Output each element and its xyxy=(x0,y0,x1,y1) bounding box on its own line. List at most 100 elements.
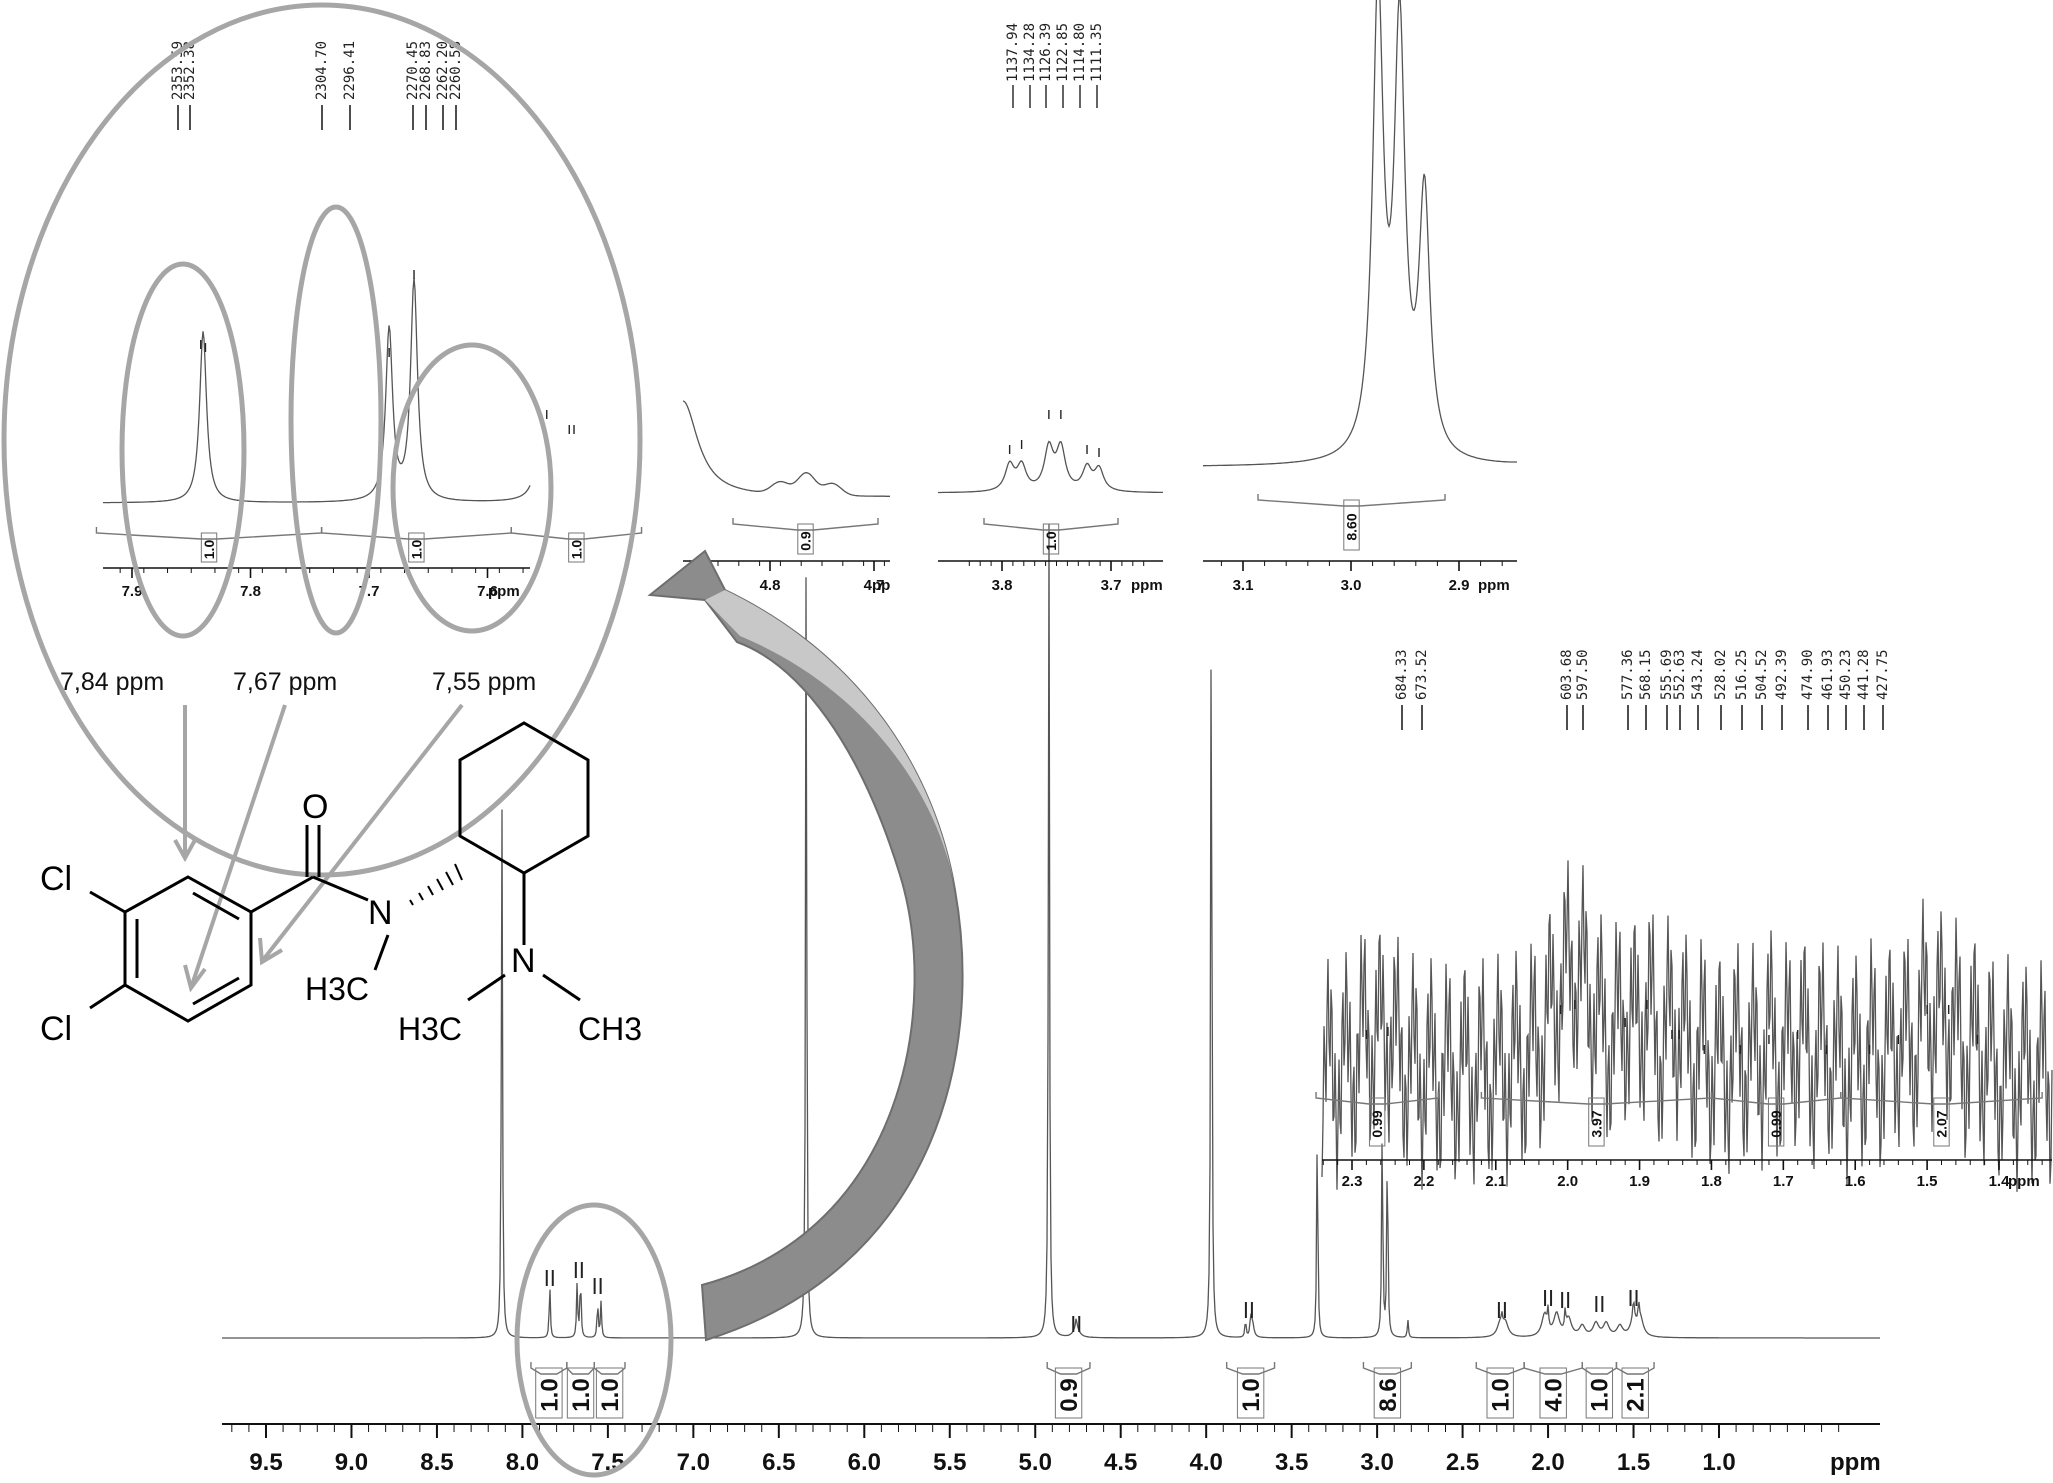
inset-2-95-tick-label: 3.0 xyxy=(1341,577,1362,594)
shift-label-7-84: 7,84 ppm xyxy=(60,668,164,696)
chemical-structure xyxy=(89,721,590,1023)
aromatic-peak-label: 2352.38 xyxy=(182,41,198,100)
inset-4-8-tick-label: 4.7 xyxy=(864,577,885,594)
main-peak-markers xyxy=(545,1262,1638,1332)
main-integral-4-bracket xyxy=(1225,1362,1276,1375)
ellipse-peak-7-67 xyxy=(288,204,384,636)
inset-3-75-x-axis-label: ppm xyxy=(1131,577,1163,594)
main-integral-2-label: 1.0 xyxy=(597,1378,624,1411)
aliphatic-tick-label: 1.9 xyxy=(1629,1173,1650,1190)
inset-4-8-tick-label: 4.8 xyxy=(760,577,781,594)
aliphatic-peak-label: 597.50 xyxy=(1575,649,1591,700)
main-integral-1-box xyxy=(566,1367,595,1419)
aliphatic-tick-label: 2.1 xyxy=(1485,1173,1506,1190)
ellipse-peak-7-55 xyxy=(390,342,554,634)
aliphatic-tick-label: 1.4 xyxy=(1989,1173,2011,1190)
benzene-ring xyxy=(123,875,253,1023)
big-zoom-ellipse xyxy=(1,2,643,878)
inset-3-75-peak-label: 1111.35 xyxy=(1089,23,1105,82)
inset-3-75-peak-label: 1122.85 xyxy=(1055,23,1071,82)
main-integral-2-bracket xyxy=(593,1362,626,1375)
aromatic-tick-label: 7.6 xyxy=(477,583,498,600)
aliphatic-peak-label: 504.52 xyxy=(1754,649,1770,700)
main-tick-label: 4.5 xyxy=(1104,1449,1137,1476)
main-tick-label: 1.0 xyxy=(1702,1449,1735,1476)
main-integral-9-bracket xyxy=(1615,1362,1655,1375)
main-integral-4-box xyxy=(1236,1367,1265,1419)
aliphatic-peak-label: 441.28 xyxy=(1856,649,1872,700)
chemical-labels: Cl Cl O N N H3C H3C CH3 xyxy=(40,788,642,1048)
main-tick-label: 3.5 xyxy=(1275,1449,1308,1476)
main-peak-marker xyxy=(1072,1316,1081,1332)
aromatic-peak-label: 2270.45 xyxy=(405,41,421,100)
aliphatic-integral-3-label: 2.07 xyxy=(1933,1110,1949,1137)
amide-bond xyxy=(312,875,369,902)
inset-4-8-x-axis-label: pp xyxy=(872,577,890,594)
aromatic-peak-label: 2296.41 xyxy=(342,41,358,100)
inset-2-95-tick-label: 2.9 xyxy=(1449,577,1470,594)
aromatic-peak-label: 2268.83 xyxy=(418,41,434,100)
main-peak-marker xyxy=(1629,1290,1638,1306)
aromatic-peak-label: 2262.20 xyxy=(435,41,451,100)
aliphatic-tick-label: 1.8 xyxy=(1701,1173,1722,1190)
aliphatic-peak-label: 543.24 xyxy=(1690,649,1706,700)
shift-label-7-55: 7,55 ppm xyxy=(432,668,536,696)
ellipse-aromatic-main xyxy=(514,1202,674,1478)
aliphatic-peak-label: 516.25 xyxy=(1734,649,1750,700)
arrow-7-55-head xyxy=(258,937,284,966)
aliphatic-integral-3-bracket xyxy=(1840,1092,2043,1105)
main-integral-4-label: 1.0 xyxy=(1238,1378,1265,1411)
curved-arrow-icon xyxy=(647,549,964,1342)
zoom-arrow xyxy=(647,549,964,1342)
main-integral-7-label: 4.0 xyxy=(1541,1378,1568,1411)
main-tick-label: 6.5 xyxy=(762,1449,795,1476)
aromatic-integral-1-box xyxy=(408,532,425,563)
shift-label-7-67: 7,67 ppm xyxy=(233,668,337,696)
aliphatic-peak-label: 474.90 xyxy=(1800,649,1816,700)
aliphatic-peak-label: 603.68 xyxy=(1559,649,1575,700)
aromatic-integral-2-bracket xyxy=(510,527,643,540)
main-integral-9-label: 2.1 xyxy=(1623,1378,1650,1411)
main-peak-marker xyxy=(1595,1296,1604,1312)
main-tick-label: 8.0 xyxy=(506,1449,539,1476)
arrow-7-67 xyxy=(190,704,287,986)
benzene-double-bond-1 xyxy=(192,891,240,921)
arrow-7-67-head xyxy=(183,964,207,993)
inset-2-95-integrals: 8.60 xyxy=(1257,494,1446,551)
main-integral-3-label: 0.9 xyxy=(1056,1378,1083,1411)
atom-cl-top: Cl xyxy=(40,860,72,898)
aliphatic-peak-label: 673.52 xyxy=(1414,649,1430,700)
inset-2-95-trace xyxy=(1203,0,1517,467)
main-integral-7-box xyxy=(1539,1367,1567,1419)
group-h3c-amide: H3C xyxy=(305,971,369,1007)
aromatic-integral-0-box xyxy=(200,532,218,563)
main-peak-marker xyxy=(1561,1292,1570,1308)
main-peak-marker xyxy=(593,1278,602,1294)
main-tick-label: 9.5 xyxy=(249,1449,282,1476)
aliphatic-peak-label: 552.63 xyxy=(1672,649,1688,700)
main-integral-3-box xyxy=(1054,1367,1083,1419)
atom-o: O xyxy=(302,788,328,826)
main-tick-label: 9.0 xyxy=(335,1449,368,1476)
aromatic-peak-label: 2260.58 xyxy=(448,41,464,100)
inset-4-8-trace xyxy=(682,400,890,497)
inset-3-75-tick-label: 3.8 xyxy=(992,577,1013,594)
inset-2-95-tick-label: 3.1 xyxy=(1233,577,1254,594)
inset-3-75-peak-label: 1137.94 xyxy=(1005,23,1021,82)
inset-4-8-integral-bracket xyxy=(732,518,879,531)
aliphatic-tick-label: 2.3 xyxy=(1342,1173,1363,1190)
cl-bond-2 xyxy=(89,983,126,1010)
amine-methyl-right xyxy=(542,973,581,1002)
main-integral-3-bracket xyxy=(1046,1362,1091,1375)
atom-cl-bottom: Cl xyxy=(40,1010,72,1048)
aromatic-tick-label: 7.9 xyxy=(122,583,143,600)
cyclohexane-ring xyxy=(458,721,590,875)
inset-4-8-integral-label: 0.9 xyxy=(797,531,813,551)
aliphatic-integral-2-box xyxy=(1767,1097,1785,1147)
